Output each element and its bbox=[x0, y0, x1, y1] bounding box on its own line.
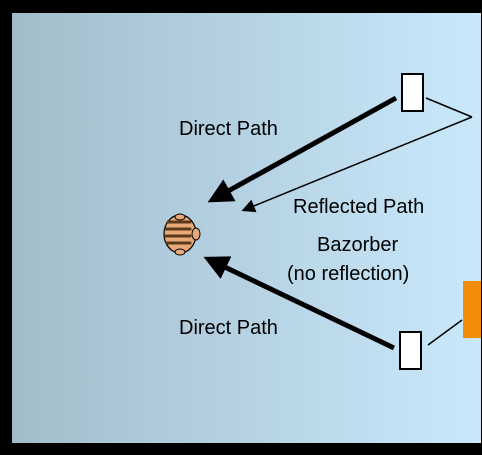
speaker-icon-bottom bbox=[399, 331, 422, 370]
direct-path-bottom-arrow bbox=[203, 256, 396, 351]
reflected-path-label: Reflected Path bbox=[293, 196, 424, 218]
speaker-icon-top bbox=[401, 73, 424, 112]
listener-head-icon bbox=[163, 213, 201, 256]
reflected-path-incident-line bbox=[425, 97, 473, 118]
bazorber-label-line2: (no reflection) bbox=[287, 263, 409, 285]
direct-path-bottom-label: Direct Path bbox=[179, 317, 278, 339]
absorbed-path-line bbox=[427, 319, 463, 346]
bazorber-panel bbox=[463, 281, 481, 338]
reflected-path-arrow bbox=[241, 116, 473, 213]
bazorber-label-line1: Bazorber bbox=[317, 234, 398, 256]
direct-path-top-label: Direct Path bbox=[179, 118, 278, 140]
direct-path-top-arrow bbox=[207, 95, 398, 203]
